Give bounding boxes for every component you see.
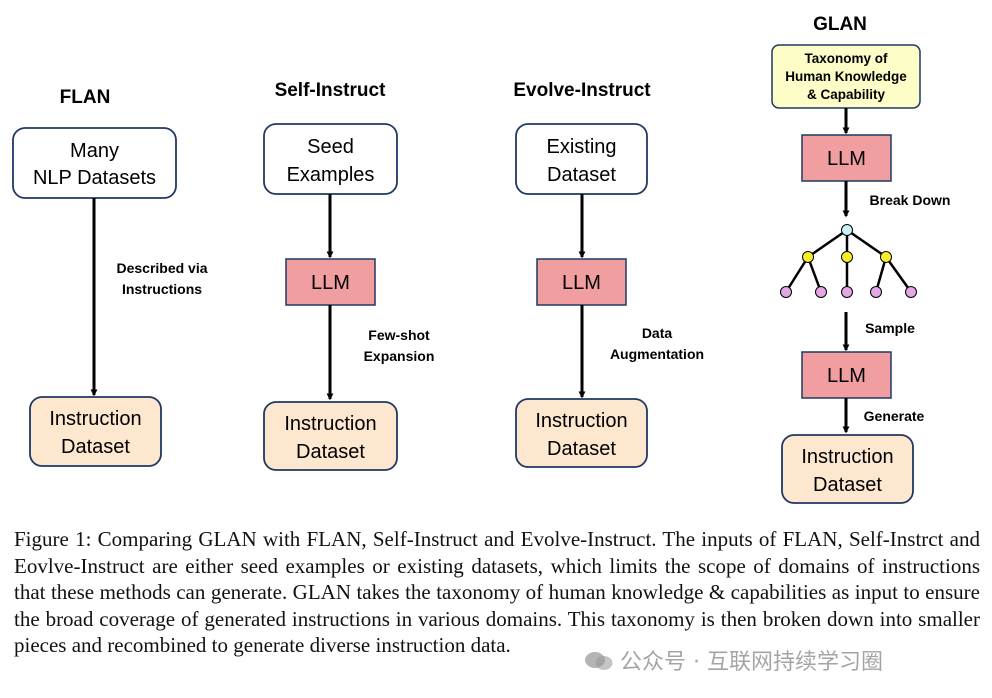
self-instruct-edge-label-line-1: Few-shot	[368, 327, 430, 343]
glan-llm-1-label: LLM	[827, 148, 866, 170]
glan-taxonomy-line-3: & Capability	[807, 87, 886, 102]
tree-leaf-node	[870, 286, 882, 298]
flan-output-line-1: Instruction	[49, 408, 141, 430]
glan-output-line-2: Dataset	[813, 474, 882, 496]
flan-edge-label-line-2: Instructions	[122, 281, 202, 297]
self-instruct-input-line-2: Examples	[287, 164, 375, 186]
tree-mid-node	[841, 251, 853, 263]
tree-root-node	[841, 224, 853, 236]
evolve-instruct-edge-label-line-1: Data	[642, 325, 673, 341]
flan-input-line-2: NLP Datasets	[33, 167, 156, 189]
flan-title: FLAN	[60, 87, 111, 108]
tree-leaf-node	[815, 286, 827, 298]
watermark: 公众号 · 互联网持续学习圈	[584, 644, 883, 676]
tree-mid-node	[802, 251, 814, 263]
flan-output-box	[29, 396, 162, 467]
flan-edge-label-line-1: Described via	[116, 260, 207, 276]
evolve-instruct-input-line-1: Existing	[546, 136, 616, 158]
evolve-instruct-output-box	[515, 398, 648, 468]
figure-caption: Figure 1: Comparing GLAN with FLAN, Self…	[14, 527, 980, 657]
glan-llm-box-1	[801, 134, 892, 182]
glan-generate-label: Generate	[864, 408, 925, 424]
evolve-instruct-output-line-2: Dataset	[547, 438, 616, 460]
tree-leaf-node	[780, 286, 792, 298]
evolve-instruct-llm-label: LLM	[562, 272, 601, 294]
evolve-instruct-edge-label-line-2: Augmentation	[610, 346, 704, 362]
self-instruct-llm-box	[285, 258, 376, 306]
self-instruct-input-line-1: Seed	[307, 136, 354, 158]
self-instruct-output-line-1: Instruction	[284, 413, 376, 435]
glan-title: GLAN	[813, 14, 867, 35]
self-instruct-output-box	[263, 401, 398, 471]
evolve-instruct-title: Evolve-Instruct	[513, 80, 651, 101]
methods-comparison-diagram: FLAN Many NLP Datasets Described via Ins…	[12, 14, 951, 504]
glan-break-down-label: Break Down	[870, 192, 951, 208]
flan-output-line-2: Dataset	[61, 436, 130, 458]
tree-leaf-node	[841, 286, 853, 298]
wechat-icon	[585, 652, 613, 670]
glan-sample-label: Sample	[865, 320, 915, 336]
glan-output-box	[781, 434, 914, 504]
evolve-instruct-llm-box	[536, 258, 627, 306]
flan-input-line-1: Many	[70, 140, 119, 162]
glan-llm-2-label: LLM	[827, 365, 866, 387]
self-instruct-edge-label-line-2: Expansion	[364, 348, 435, 364]
self-instruct-output-line-2: Dataset	[296, 441, 365, 463]
glan-llm-box-2	[801, 351, 892, 399]
tree-leaf-node	[905, 286, 917, 298]
glan-taxonomy-line-1: Taxonomy of	[804, 51, 888, 66]
evolve-instruct-output-line-1: Instruction	[535, 410, 627, 432]
glan-taxonomy-line-2: Human Knowledge	[785, 69, 907, 84]
tree-mid-node	[880, 251, 892, 263]
self-instruct-llm-label: LLM	[311, 272, 350, 294]
watermark-text: 公众号 · 互联网持续学习圈	[620, 650, 883, 675]
glan-output-line-1: Instruction	[801, 446, 893, 468]
self-instruct-title: Self-Instruct	[275, 80, 387, 101]
evolve-instruct-input-line-2: Dataset	[547, 164, 616, 186]
